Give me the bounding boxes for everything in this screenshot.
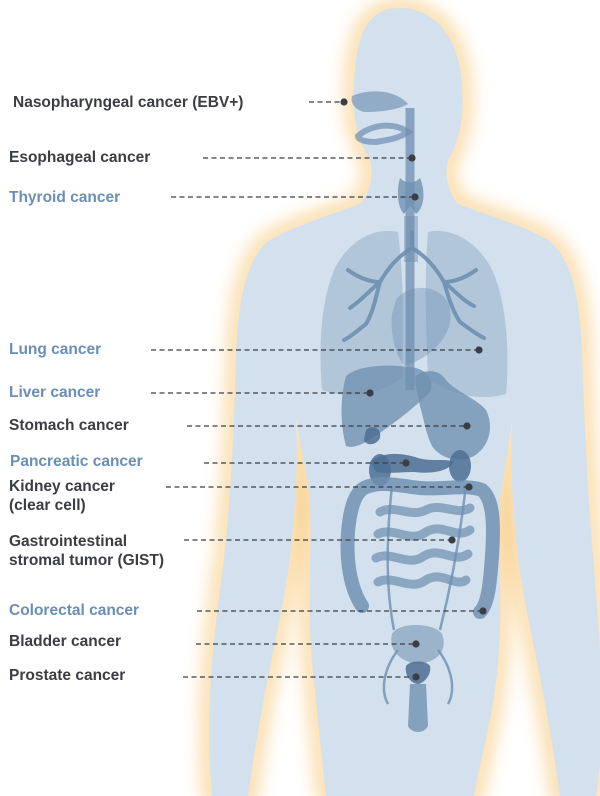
label-thyroid: Thyroid cancer — [9, 188, 120, 207]
label-line: Pancreatic cancer — [10, 452, 143, 471]
label-colorectal: Colorectal cancer — [9, 601, 139, 620]
dot-gist — [448, 536, 455, 543]
label-pancreatic: Pancreatic cancer — [10, 452, 143, 471]
label-prostate: Prostate cancer — [9, 666, 125, 685]
dot-colorectal — [479, 607, 486, 614]
label-line: Lung cancer — [9, 340, 101, 359]
label-line: Prostate cancer — [9, 666, 125, 685]
dot-liver — [366, 389, 373, 396]
label-line: Bladder cancer — [9, 632, 121, 651]
dot-kidney — [465, 483, 472, 490]
label-line: Esophageal cancer — [9, 148, 150, 167]
dot-pancreatic — [402, 459, 409, 466]
label-line: stromal tumor (GIST) — [9, 551, 164, 570]
label-lung: Lung cancer — [9, 340, 101, 359]
dot-bladder — [412, 640, 419, 647]
label-line: Kidney cancer — [9, 477, 115, 496]
label-nasopharyngeal: Nasopharyngeal cancer (EBV+) — [13, 93, 243, 112]
label-line: Gastrointestinal — [9, 532, 164, 551]
label-liver: Liver cancer — [9, 383, 100, 402]
label-stomach: Stomach cancer — [9, 416, 129, 435]
label-line: Nasopharyngeal cancer (EBV+) — [13, 93, 243, 112]
label-esophageal: Esophageal cancer — [9, 148, 150, 167]
dot-esophageal — [408, 154, 415, 161]
label-gist: Gastrointestinal stromal tumor (GIST) — [9, 532, 164, 570]
label-line: Stomach cancer — [9, 416, 129, 435]
dot-thyroid — [411, 193, 418, 200]
label-kidney: Kidney cancer (clear cell) — [9, 477, 115, 515]
right-kidney — [449, 450, 471, 482]
label-line: Colorectal cancer — [9, 601, 139, 620]
label-line: (clear cell) — [9, 496, 115, 515]
label-line: Thyroid cancer — [9, 188, 120, 207]
dot-prostate — [412, 673, 419, 680]
urethra — [408, 684, 428, 732]
label-bladder: Bladder cancer — [9, 632, 121, 651]
dot-stomach — [463, 422, 470, 429]
trachea — [404, 216, 418, 262]
label-line: Liver cancer — [9, 383, 100, 402]
dot-lung — [475, 346, 482, 353]
dot-nasopharyngeal — [340, 98, 347, 105]
